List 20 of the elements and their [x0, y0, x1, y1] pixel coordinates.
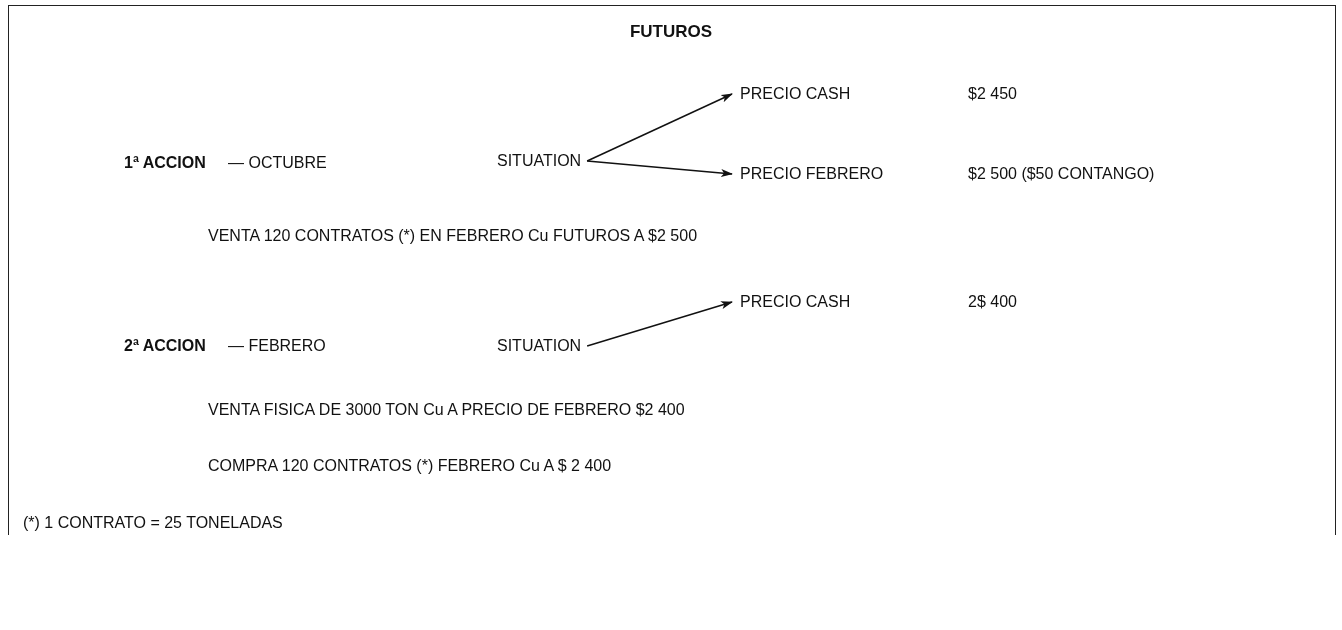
node-label: SITUATION	[497, 151, 582, 171]
node-label: PRECIO CASH	[740, 292, 851, 312]
text-label: (*) 1 CONTRATO = 25 TONELADAS	[23, 513, 283, 533]
arrow	[586, 301, 733, 347]
text-label: — FEBRERO	[228, 336, 326, 356]
text-label: VENTA FISICA DE 3000 TON Cu A PRECIO DE FEBRERO $2 400	[208, 400, 685, 420]
step-heading: 1ª ACCION	[124, 153, 206, 173]
text-label: COMPRA 120 CONTRATOS (*) FEBRERO Cu A $ 2 400	[208, 456, 612, 476]
step-heading: 2ª ACCION	[124, 336, 206, 356]
text-label: $2 500 ($50 CONTANGO)	[968, 164, 1155, 184]
arrow	[586, 93, 733, 162]
title: FUTUROS	[628, 22, 714, 42]
node-label: PRECIO CASH	[740, 84, 851, 104]
text-label: $2 450	[968, 84, 1017, 104]
node-label: SITUATION	[497, 336, 582, 356]
text-label: VENTA 120 CONTRATOS (*) EN FEBRERO Cu FUTUROS A $2 500	[208, 226, 698, 246]
text-label: — OCTUBRE	[228, 153, 327, 173]
text-label: 2$ 400	[968, 292, 1017, 312]
arrow	[586, 160, 733, 177]
node-label: PRECIO FEBRERO	[740, 164, 884, 184]
